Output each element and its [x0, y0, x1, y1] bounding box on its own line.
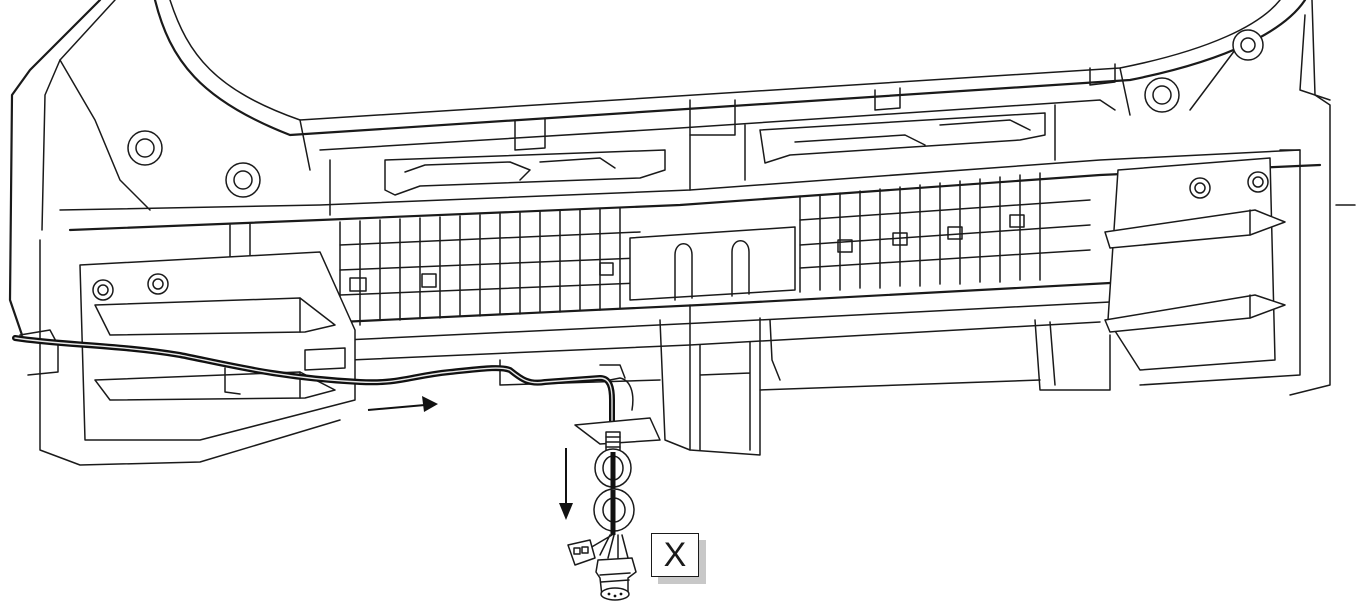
- frame-bolts: [127, 29, 1264, 198]
- left-bumper-bracket: [19, 239, 356, 466]
- right-bumper-bracket: [1104, 149, 1301, 386]
- arrow-down-icon: [559, 448, 573, 520]
- center-tow-bracket: [629, 226, 796, 301]
- harness-grommets: [593, 431, 635, 535]
- callout-label-x: X: [651, 533, 699, 577]
- arrow-right-icon: [367, 396, 438, 412]
- wiring-harness: [12, 335, 661, 445]
- upper-rear-panel: [59, 63, 1322, 232]
- trailer-socket-connector: [567, 534, 637, 601]
- pull-direction-arrows: [367, 396, 573, 520]
- bumper-grille-ribs: [229, 172, 1091, 331]
